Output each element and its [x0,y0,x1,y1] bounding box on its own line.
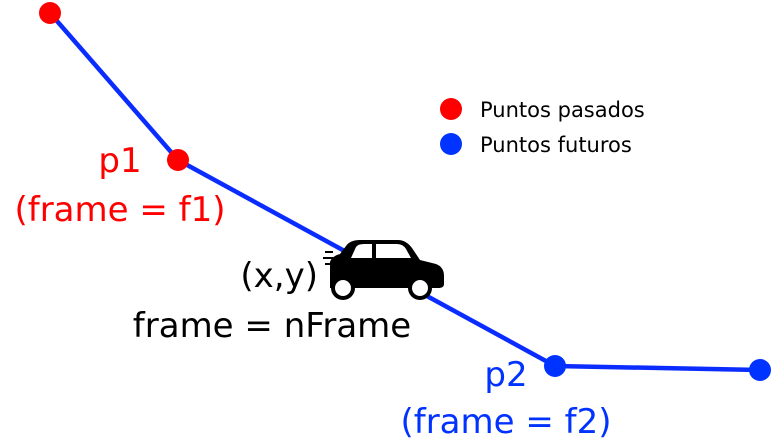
legend-future-label: Puntos futuros [480,133,632,157]
car-frame-label: frame = nFrame [133,306,411,346]
past-point-p1 [167,149,189,171]
p1-frame-label: (frame = f1) [14,190,225,230]
legend: Puntos pasados Puntos futuros [440,98,645,157]
past-point-start [39,2,61,24]
p1-name-label: p1 [98,141,141,181]
legend-past-marker [440,98,462,120]
future-point-p2 [544,355,566,377]
car-icon [323,240,444,300]
legend-future-marker [440,133,462,155]
p2-name-label: p2 [484,355,527,395]
future-point-end [749,359,771,381]
p2-frame-label: (frame = f2) [400,402,611,440]
legend-past-label: Puntos pasados [480,98,645,122]
car-position-label: (x,y) [240,256,318,296]
